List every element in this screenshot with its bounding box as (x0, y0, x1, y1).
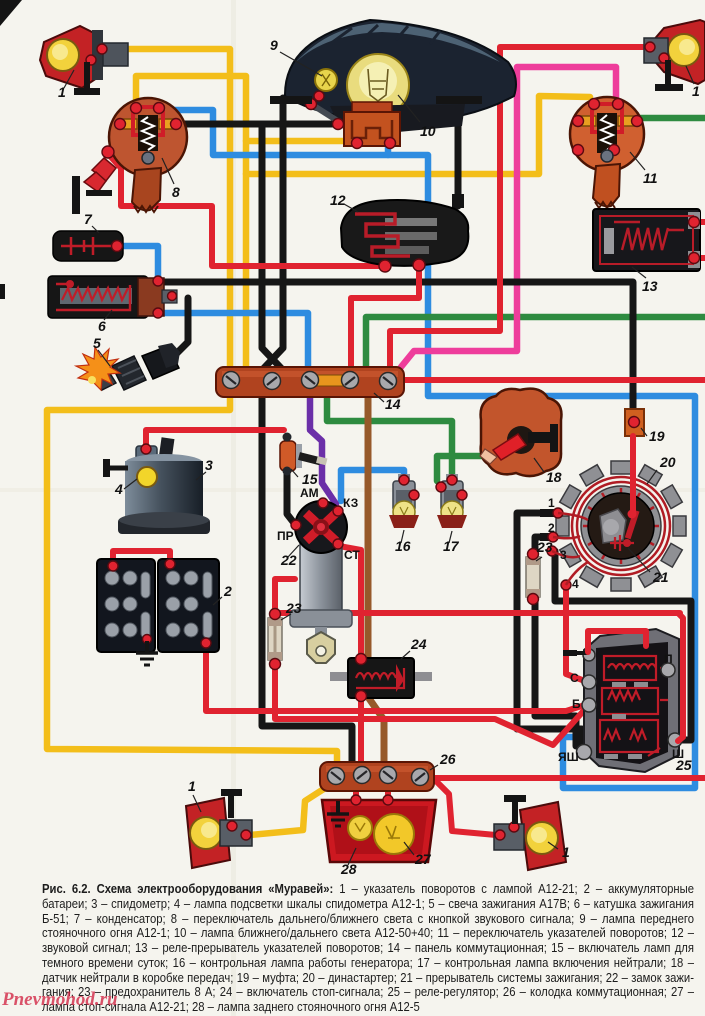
svg-text:1: 1 (58, 84, 66, 100)
svg-text:КЗ: КЗ (343, 496, 358, 510)
svg-text:3: 3 (205, 457, 213, 473)
svg-text:1: 1 (548, 496, 555, 510)
svg-text:28: 28 (340, 861, 357, 877)
svg-text:15: 15 (302, 471, 318, 487)
svg-text:20: 20 (659, 454, 676, 470)
svg-text:6: 6 (98, 318, 106, 334)
svg-text:14: 14 (385, 396, 401, 412)
svg-text:23: 23 (536, 539, 553, 555)
svg-text:1: 1 (692, 83, 700, 99)
svg-text:3: 3 (560, 548, 567, 562)
svg-text:5: 5 (93, 335, 101, 351)
svg-text:11: 11 (643, 170, 658, 186)
svg-text:21: 21 (652, 569, 669, 585)
svg-text:2: 2 (548, 521, 555, 535)
svg-text:ПР: ПР (277, 529, 294, 543)
svg-text:10: 10 (420, 123, 436, 139)
svg-text:ЯШ: ЯШ (558, 750, 579, 764)
svg-text:АМ: АМ (300, 486, 319, 500)
svg-text:12: 12 (330, 192, 346, 208)
svg-text:Б: Б (572, 697, 581, 711)
svg-text:23: 23 (285, 600, 302, 616)
svg-text:4: 4 (114, 481, 123, 497)
svg-text:С: С (570, 671, 579, 685)
svg-text:П: П (664, 652, 673, 666)
svg-text:16: 16 (395, 538, 411, 554)
svg-text:1: 1 (188, 778, 196, 794)
svg-text:17: 17 (443, 538, 460, 554)
svg-text:1: 1 (562, 844, 570, 860)
svg-text:9: 9 (270, 37, 278, 53)
svg-text:19: 19 (649, 428, 665, 444)
svg-text:26: 26 (439, 751, 456, 767)
svg-text:2: 2 (223, 583, 232, 599)
svg-text:7: 7 (84, 211, 93, 227)
svg-text:8: 8 (172, 184, 180, 200)
svg-text:13: 13 (642, 278, 658, 294)
svg-text:СТ: СТ (344, 548, 360, 562)
svg-text:25: 25 (675, 757, 692, 773)
svg-text:27: 27 (414, 851, 432, 867)
svg-text:4: 4 (572, 577, 579, 591)
svg-text:18: 18 (546, 469, 562, 485)
svg-text:22: 22 (280, 552, 297, 568)
svg-text:24: 24 (410, 636, 427, 652)
svg-text:Ш: Ш (672, 747, 684, 761)
